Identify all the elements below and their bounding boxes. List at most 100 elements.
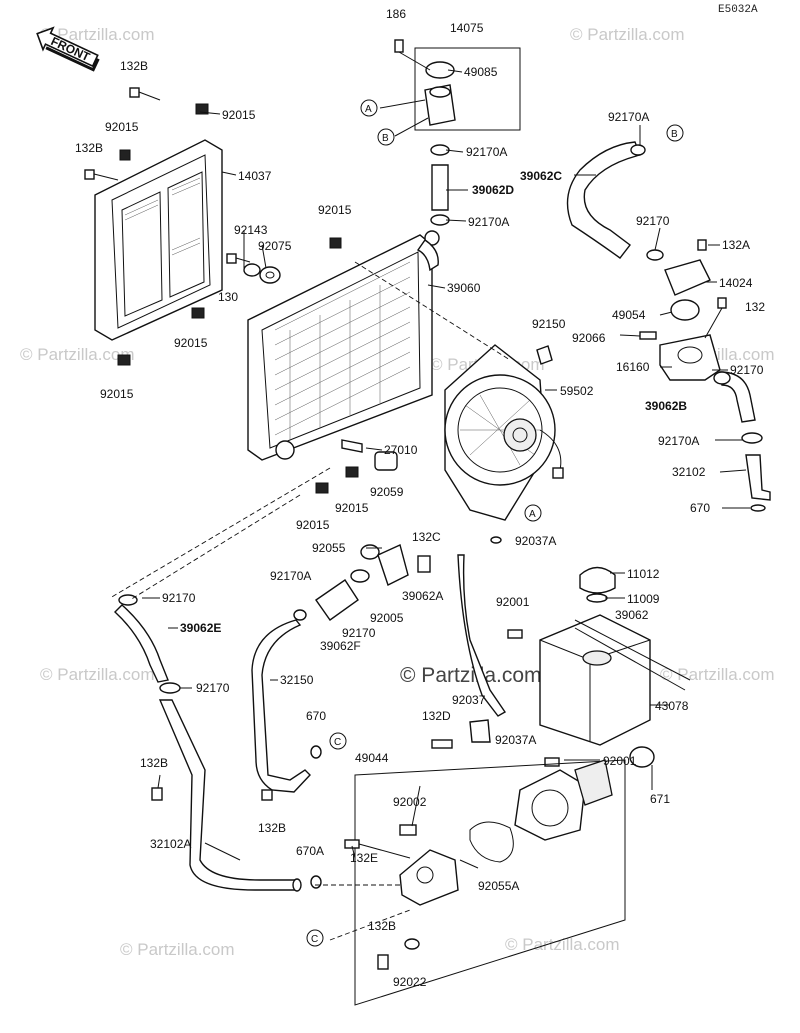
water-pump xyxy=(310,745,626,1006)
part-label: 132C xyxy=(412,530,441,544)
part-label: 92170 xyxy=(162,591,196,605)
part-label: 32102 xyxy=(672,465,706,479)
watermark: © Partzilla.com xyxy=(570,25,685,44)
part-label: 92075 xyxy=(258,239,292,253)
reference-marker: B xyxy=(377,128,395,146)
part-label: 14024 xyxy=(719,276,753,290)
bolt-icon xyxy=(151,787,163,801)
cooling-fan xyxy=(444,344,564,521)
part-label: 92170A xyxy=(468,215,509,229)
part-label: 671 xyxy=(650,792,670,806)
part-label: 130 xyxy=(218,290,238,304)
watermark: © Partzilla.com xyxy=(20,345,135,364)
part-label: 92002 xyxy=(393,795,427,809)
hose xyxy=(457,536,507,717)
part-label: 92170A xyxy=(466,145,507,159)
hose xyxy=(251,609,311,801)
part-label: 92170 xyxy=(196,681,230,695)
part-label: 92015 xyxy=(100,387,134,401)
part-label: 39062C xyxy=(520,169,562,183)
part-label: 92001 xyxy=(496,595,530,609)
part-label: 92037A xyxy=(495,733,536,747)
part-label: 132D xyxy=(422,709,451,723)
hose xyxy=(430,144,450,226)
hose xyxy=(315,544,431,621)
part-label: 92015 xyxy=(174,336,208,350)
filler-neck xyxy=(379,39,521,137)
svg-text:A: A xyxy=(529,509,536,520)
part-label: 92022 xyxy=(393,975,427,989)
watermark: © Partzilla.com xyxy=(40,665,155,684)
part-label: 49044 xyxy=(355,751,389,765)
part-label: 670 xyxy=(306,709,326,723)
grommet xyxy=(243,263,281,284)
clip xyxy=(536,345,553,365)
part-label: 92015 xyxy=(335,501,369,515)
part-label: 49054 xyxy=(612,308,646,322)
hose xyxy=(113,594,302,892)
part-label: 59502 xyxy=(560,384,594,398)
part-label: 39062E xyxy=(180,621,221,635)
watermark: © Partzilla.com xyxy=(505,935,620,954)
reference-marker: B xyxy=(666,124,684,142)
leader-lines xyxy=(109,261,511,941)
bolt-icon xyxy=(84,87,251,264)
svg-text:B: B xyxy=(671,129,678,140)
svg-text:A: A xyxy=(365,104,372,115)
part-label: 11009 xyxy=(627,592,660,606)
part-label: 92005 xyxy=(370,611,404,625)
part-label: 92015 xyxy=(318,203,352,217)
part-label: 92170A xyxy=(270,569,311,583)
part-label: 92059 xyxy=(370,485,404,499)
watermark: © Partzilla.com xyxy=(40,25,155,44)
part-label: 92055A xyxy=(478,879,519,893)
svg-text:C: C xyxy=(311,934,318,945)
part-label: 132B xyxy=(368,919,396,933)
reference-marker: C xyxy=(329,732,347,750)
part-label: 92055 xyxy=(312,541,346,555)
part-label: 92170A xyxy=(658,434,699,448)
clip xyxy=(431,719,491,749)
part-label: 92150 xyxy=(532,317,566,331)
part-labels: 186 14075 49085 92170A 39062D 92170A 132… xyxy=(75,7,765,989)
part-label: 14075 xyxy=(450,21,484,35)
hose xyxy=(713,371,763,444)
watermark-main: © Partzilla.com xyxy=(400,664,542,687)
part-label: 32102A xyxy=(150,837,191,851)
part-label: 670A xyxy=(296,844,324,858)
part-label: 132B xyxy=(140,756,168,770)
svg-text:B: B xyxy=(382,133,389,144)
reference-marker: A xyxy=(360,99,378,117)
leader-lines xyxy=(142,69,750,869)
radiator-shroud xyxy=(94,103,223,366)
part-label: 16160 xyxy=(616,360,650,374)
part-label: 39062F xyxy=(320,639,361,653)
part-label: 92001 xyxy=(603,754,637,768)
part-label: 92170 xyxy=(636,214,670,228)
part-label: 39062B xyxy=(645,399,687,413)
part-label: 92015 xyxy=(222,108,256,122)
svg-text:C: C xyxy=(334,737,341,748)
reserve-tank xyxy=(507,566,691,768)
part-label: 92170 xyxy=(342,626,376,640)
part-label: 39062D xyxy=(472,183,514,197)
part-label: 39062 xyxy=(615,608,649,622)
part-label: 132A xyxy=(722,238,750,252)
part-label: 92143 xyxy=(234,223,268,237)
thermostat-housing xyxy=(639,239,727,381)
part-label: 49085 xyxy=(464,65,498,79)
part-label: 14037 xyxy=(238,169,272,183)
fan-switch xyxy=(341,439,398,471)
part-label: 132 xyxy=(745,300,765,314)
part-label: 32150 xyxy=(280,673,314,687)
reference-marker: C xyxy=(306,929,324,947)
part-label: 92170A xyxy=(608,110,649,124)
watermark: © Partzilla.com xyxy=(660,665,775,684)
part-label: 39060 xyxy=(447,281,481,295)
part-label: 92037A xyxy=(515,534,556,548)
hose xyxy=(566,141,664,261)
part-label: 92015 xyxy=(105,120,139,134)
part-label: 92170 xyxy=(730,363,764,377)
part-label: 132B xyxy=(75,141,103,155)
